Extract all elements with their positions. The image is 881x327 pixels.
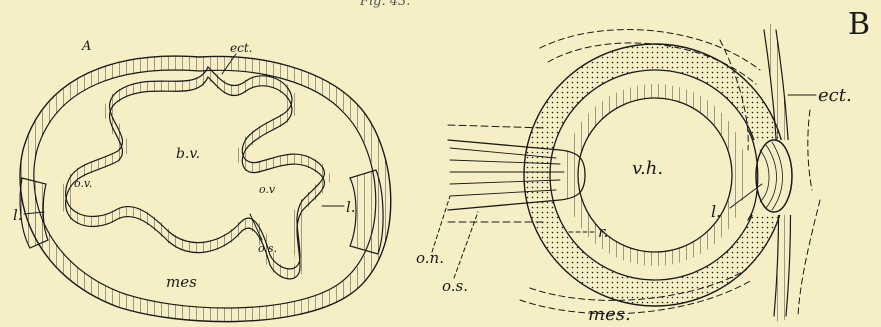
- label-ectoderm-b: ect.: [818, 87, 852, 105]
- label-lens-b: l.: [711, 204, 721, 220]
- label-optic-stalk-a: o.s.: [258, 243, 277, 254]
- label-optic-vesicle-right: o.v: [259, 184, 275, 195]
- label-brain-vesicle: b.v.: [176, 147, 200, 161]
- label-lens-right: l.: [346, 200, 356, 215]
- label-vitreous-humor: v.h.: [632, 160, 663, 178]
- label-optic-stalk-b: o.s.: [442, 279, 468, 294]
- brain-vesicle-wall: [66, 72, 325, 274]
- label-lens-left: l.: [13, 208, 23, 223]
- panel-b: [432, 30, 820, 316]
- label-mesenchyme-a: mes: [166, 275, 197, 290]
- leader-on: [432, 196, 450, 252]
- label-optic-vesicle-left: o.v.: [74, 178, 92, 189]
- panel-b-letter: B: [848, 10, 870, 40]
- label-retina: r.: [598, 225, 608, 240]
- label-mesenchyme-b: mes.: [588, 306, 631, 324]
- panel-a-letter: A: [82, 40, 91, 53]
- label-ectoderm-a: ect.: [230, 42, 252, 54]
- label-optic-nerve: o.n.: [416, 251, 444, 266]
